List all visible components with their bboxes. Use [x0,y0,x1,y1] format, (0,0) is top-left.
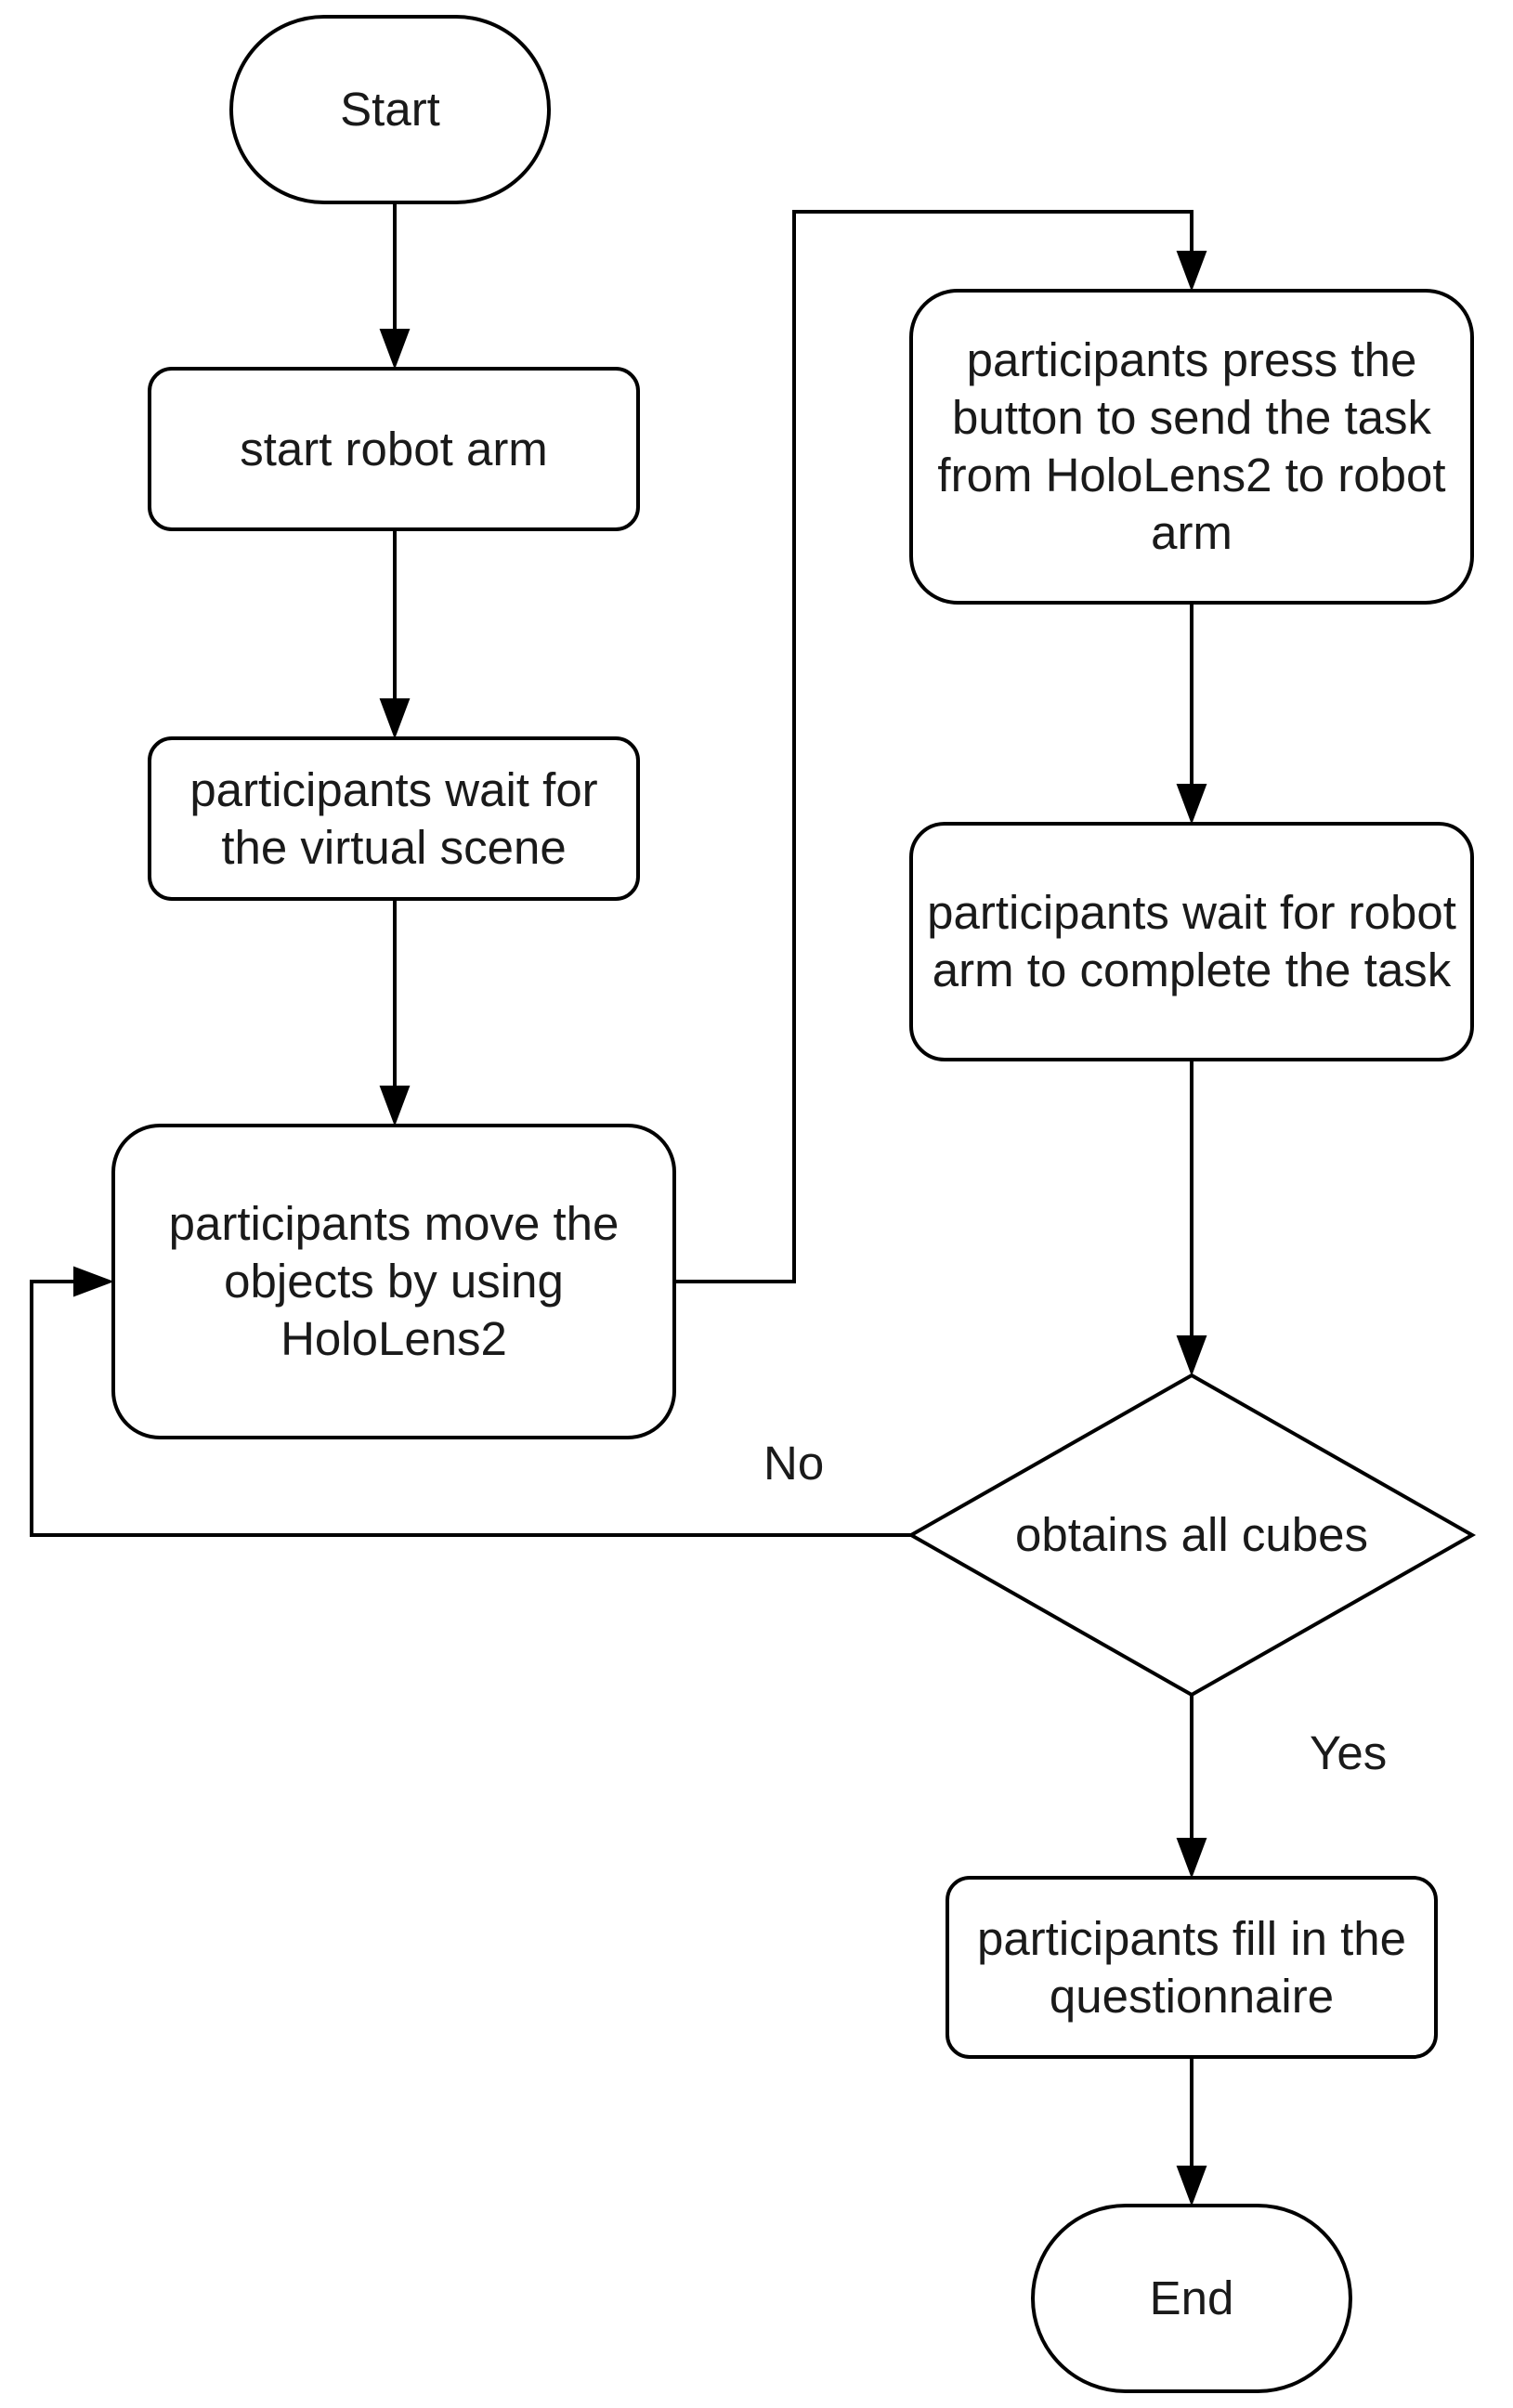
arrowhead-wait-scene-to-move-objects [379,1086,411,1126]
press-button-label: participants press the button to send th… [937,333,1446,559]
arrowhead-press-button-to-wait-robot [1176,784,1207,825]
arrowhead-robot-arm-to-wait-scene [379,698,411,739]
end-label: End [1149,2271,1234,2324]
start-label: Start [340,83,440,136]
edge-decision-no-to-move-objects [30,1280,911,1537]
arrowhead-start-to-robot-arm [379,329,411,370]
arrowhead-move-objects-to-press-button [1176,251,1207,292]
arrowhead-questionnaire-to-end [1176,2166,1207,2206]
decision-label: obtains all cubes [1015,1508,1368,1561]
start-robot-arm-label: start robot arm [240,422,548,475]
arrowhead-wait-robot-to-decision [1176,1335,1207,1376]
arrowhead-decision-yes-to-questionnaire [1176,1838,1207,1879]
arrowhead-decision-no-to-move-objects [73,1266,114,1297]
start-terminator [229,15,551,204]
no-edge-label: No [763,1437,825,1490]
yes-edge-label: Yes [1310,1726,1388,1779]
edge-move-objects-to-press-button [674,210,1193,1283]
move-objects-label: participants move the objects by using H… [168,1197,620,1365]
wait-scene-label: participants wait for the virtual scene [189,762,598,874]
wait-robot-label: participants wait for robot arm to compl… [927,886,1456,996]
questionnaire-label: participants fill in the questionnaire [976,1911,1407,2023]
